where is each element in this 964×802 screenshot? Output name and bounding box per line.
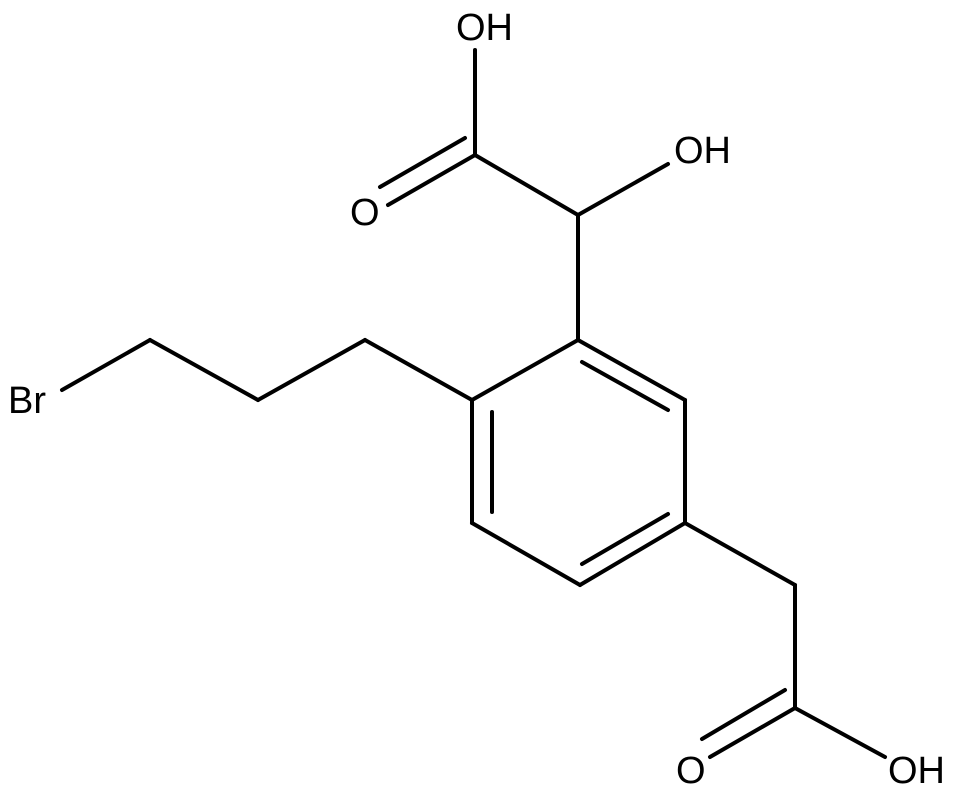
bond-ring-c3-c4-inner	[580, 512, 670, 566]
bond-chain-2	[148, 338, 260, 402]
bond-carbonyl-top-a	[386, 153, 477, 207]
bond-ring-to-ch2	[683, 521, 797, 587]
bond-ring-c4-c5	[470, 521, 582, 587]
atom-label-oh-top: OH	[456, 7, 513, 49]
atom-label-br: Br	[8, 380, 46, 422]
bond-ch-to-oh	[576, 162, 670, 217]
bond-ch-to-cooh	[473, 153, 580, 217]
bond-ring-c1-c2	[576, 338, 687, 402]
atom-label-o-carbonyl-top: O	[350, 192, 380, 234]
bond-chain-to-br	[60, 338, 152, 392]
bond-ring-c1-c2-inner	[580, 360, 670, 412]
acetic-acid-group	[683, 521, 887, 759]
bond-ring-to-chain	[363, 338, 474, 402]
bond-chain-1	[256, 338, 367, 402]
bond-ring-c6-c1	[470, 338, 580, 402]
bond-carbonyl-bottom-a	[708, 706, 797, 759]
atom-label-oh-bottom: OH	[888, 750, 945, 792]
hydroxy-carboxy-methyl-group	[378, 48, 670, 342]
bond-carbonyl-bottom-b	[700, 688, 787, 741]
atom-label-oh-side: OH	[674, 130, 731, 172]
bromopropyl-chain	[60, 338, 474, 402]
bond-ring-c3-c4	[578, 521, 687, 587]
benzene-ring	[470, 338, 687, 587]
bond-carbonyl-top-b	[378, 136, 467, 189]
bond-cooh-to-oh-bottom	[793, 706, 887, 759]
atom-label-o-carbonyl-bottom: O	[676, 750, 706, 792]
